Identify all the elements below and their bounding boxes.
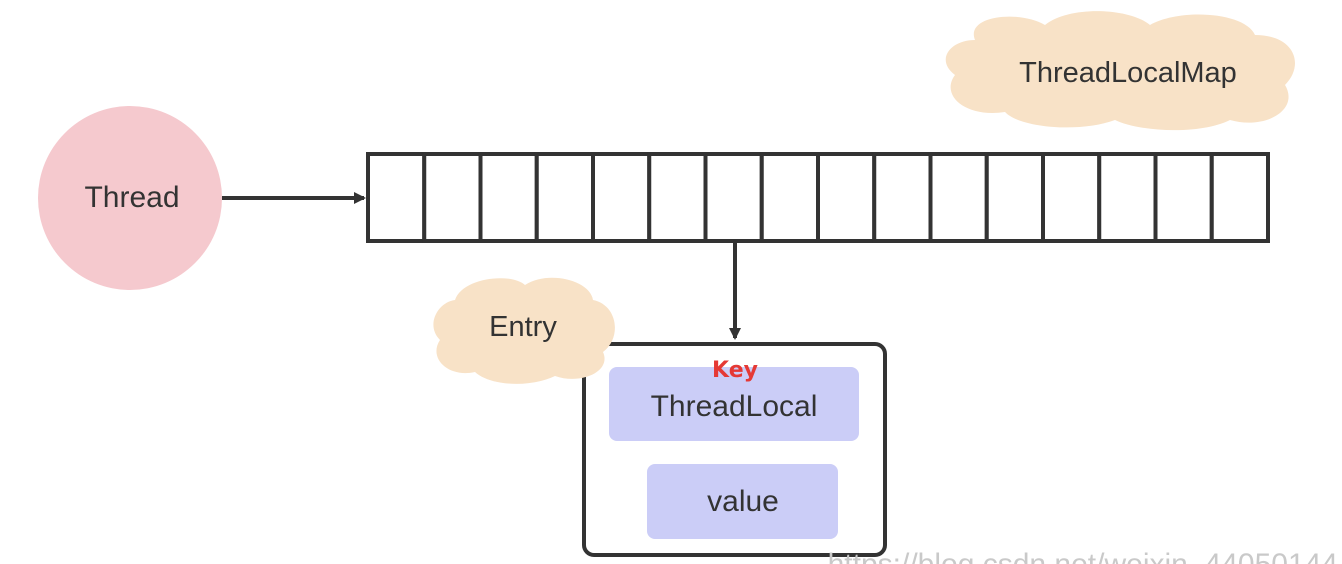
entry-label: Entry: [489, 311, 557, 343]
thread-node: Thread: [38, 106, 222, 290]
map-slot: [928, 152, 989, 243]
entry-cloud: Entry: [433, 277, 615, 384]
watermark: https://blog.csdn.net/weixin_44050144: [828, 548, 1338, 564]
map-slot: [1209, 152, 1270, 243]
value-label: value: [707, 485, 779, 518]
map-slot: [816, 152, 877, 243]
thread-label: Thread: [84, 181, 179, 214]
map-slot: [1153, 152, 1214, 243]
threadlocalmap-label: ThreadLocalMap: [1019, 57, 1237, 89]
key-box: [609, 367, 859, 441]
map-slot: [478, 152, 539, 243]
value-box: [647, 464, 838, 539]
map-slot: [759, 152, 820, 243]
map-slot: [534, 152, 595, 243]
map-slot: [422, 152, 483, 243]
map-slot: [1097, 152, 1158, 243]
thread-circle: [38, 106, 222, 290]
threadlocalmap-cloud-shape: [945, 11, 1295, 131]
map-slot: [1041, 152, 1102, 243]
threadlocal-label: ThreadLocal: [651, 390, 818, 423]
entry-cloud-shape: [433, 277, 615, 384]
map-slot: [591, 152, 652, 243]
threadlocalmap-cloud: ThreadLocalMap: [945, 11, 1295, 131]
map-slot: [872, 152, 933, 243]
map-slot: [366, 152, 427, 243]
map-slot: [703, 152, 764, 243]
threadlocalmap-array: [366, 152, 1270, 243]
key-label: Key: [712, 358, 758, 383]
map-slot: [647, 152, 708, 243]
map-slot: [984, 152, 1045, 243]
